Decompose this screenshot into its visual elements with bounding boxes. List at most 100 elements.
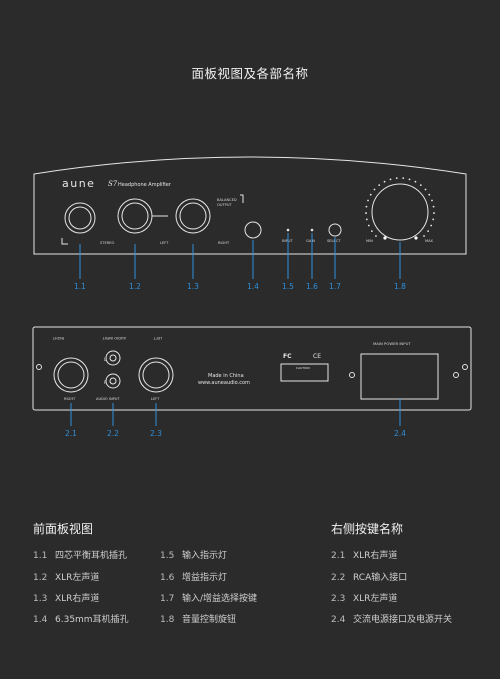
volume-scale-dot: [408, 178, 411, 181]
label-stereo: STEREO: [100, 241, 115, 245]
label-left: LEFT: [160, 241, 169, 245]
callout-1-5: 1.5: [282, 282, 294, 291]
volume-scale-dots: [365, 177, 435, 237]
volume-knob: [371, 183, 429, 241]
label-balanced: BALANCED: [217, 198, 237, 202]
callout-2-4: 2.4: [394, 429, 406, 438]
callout-1-6: 1.6: [306, 282, 318, 291]
volume-scale-dot: [389, 178, 392, 181]
volume-scale-dot: [378, 184, 381, 187]
label-audio-input-top: AUDIO INPUT: [102, 336, 126, 340]
volume-scale-dot: [369, 193, 372, 196]
rca-r: [105, 373, 121, 389]
xlr-right-outer: [175, 198, 211, 234]
xlr-left-inner: [121, 202, 149, 230]
callout-2-3: 2.3: [150, 429, 162, 438]
gain-led: [310, 228, 314, 232]
callout-1-8: 1.8: [394, 282, 406, 291]
callout-2-1: 2.1: [65, 429, 77, 438]
callout-1-4: 1.4: [247, 282, 259, 291]
max-dot: [414, 236, 418, 240]
brand-logo: aune: [62, 177, 95, 190]
volume-scale-dot: [419, 184, 422, 187]
volume-scale-dot: [432, 218, 435, 221]
volume-scale-dot: [395, 177, 398, 180]
jack-4pin-outer: [64, 202, 96, 234]
ce-mark: CE: [313, 353, 321, 360]
front-legend-title: 前面板视图: [33, 522, 94, 536]
rear-callout-lines: [70, 399, 401, 426]
fc-mark: FC: [283, 353, 292, 360]
volume-scale-dot: [428, 193, 431, 196]
xlr-left-rear: [138, 357, 174, 393]
volume-scale-dot: [414, 180, 417, 183]
label-select: SELECT: [327, 239, 341, 243]
rear-panel-outline: [32, 326, 472, 411]
label-left-top: LEFT: [153, 336, 162, 340]
label-left-bottom: LEFT: [151, 397, 160, 401]
volume-scale-dot: [375, 235, 377, 237]
caution-text: CAUTION: [296, 366, 310, 370]
callout-1-2: 1.2: [129, 282, 141, 291]
volume-scale-dot: [365, 218, 368, 221]
rca-r-label: R: [104, 380, 107, 385]
volume-scale-dot: [432, 205, 435, 208]
rca-l: [105, 350, 121, 366]
side-legend-title: 右侧按键名称: [331, 522, 404, 536]
volume-scale-dot: [365, 205, 368, 208]
website: www.auneaudio.com: [198, 380, 250, 386]
volume-scale-dot: [402, 177, 405, 180]
xlr-right-inner: [179, 202, 207, 230]
label-audio-input-bottom: AUDIO INPUT: [96, 397, 120, 401]
front-callout-lines: [79, 233, 401, 279]
front-panel-outline: [33, 156, 467, 255]
volume-scale-dot: [433, 212, 435, 214]
callout-2-2: 2.2: [107, 429, 119, 438]
callout-1-7: 1.7: [329, 282, 341, 291]
page-title: 面板视图及各部名称: [191, 66, 309, 81]
volume-scale-dot: [430, 224, 433, 227]
select-button: [328, 223, 342, 237]
label-gain: GAIN: [306, 239, 315, 243]
label-right: RIGHT: [218, 241, 230, 245]
xlr-left-outer: [117, 198, 153, 234]
label-max: MAX: [425, 239, 434, 243]
volume-scale-dot: [365, 212, 367, 214]
jack-635: [244, 221, 262, 239]
volume-scale-dot: [423, 235, 425, 237]
model-subtitle: Headphone Amplifier: [118, 182, 172, 188]
label-right-bottom: RIGHT: [64, 397, 76, 401]
label-min: MIN: [366, 239, 373, 243]
volume-scale-dot: [383, 180, 386, 183]
xlr-right-rear: [53, 357, 89, 393]
callout-1-3: 1.3: [187, 282, 199, 291]
volume-scale-dot: [427, 230, 430, 233]
label-main-power: MAIN POWER INPUT: [373, 341, 411, 346]
volume-scale-dot: [424, 188, 427, 191]
volume-scale-dot: [367, 199, 369, 202]
callout-1-1: 1.1: [74, 282, 86, 291]
label-output: OUTPUT: [217, 203, 232, 207]
power-inlet: [360, 353, 439, 400]
input-led: [286, 228, 290, 232]
caution-box: [280, 363, 329, 382]
jack-4pin-inner: [68, 206, 92, 230]
made-in-china: Made in China: [208, 373, 244, 379]
label-right-top: RIGHT: [52, 336, 64, 340]
volume-scale-dot: [370, 230, 373, 233]
model-name: S7: [108, 180, 118, 188]
min-dot: [383, 236, 387, 240]
